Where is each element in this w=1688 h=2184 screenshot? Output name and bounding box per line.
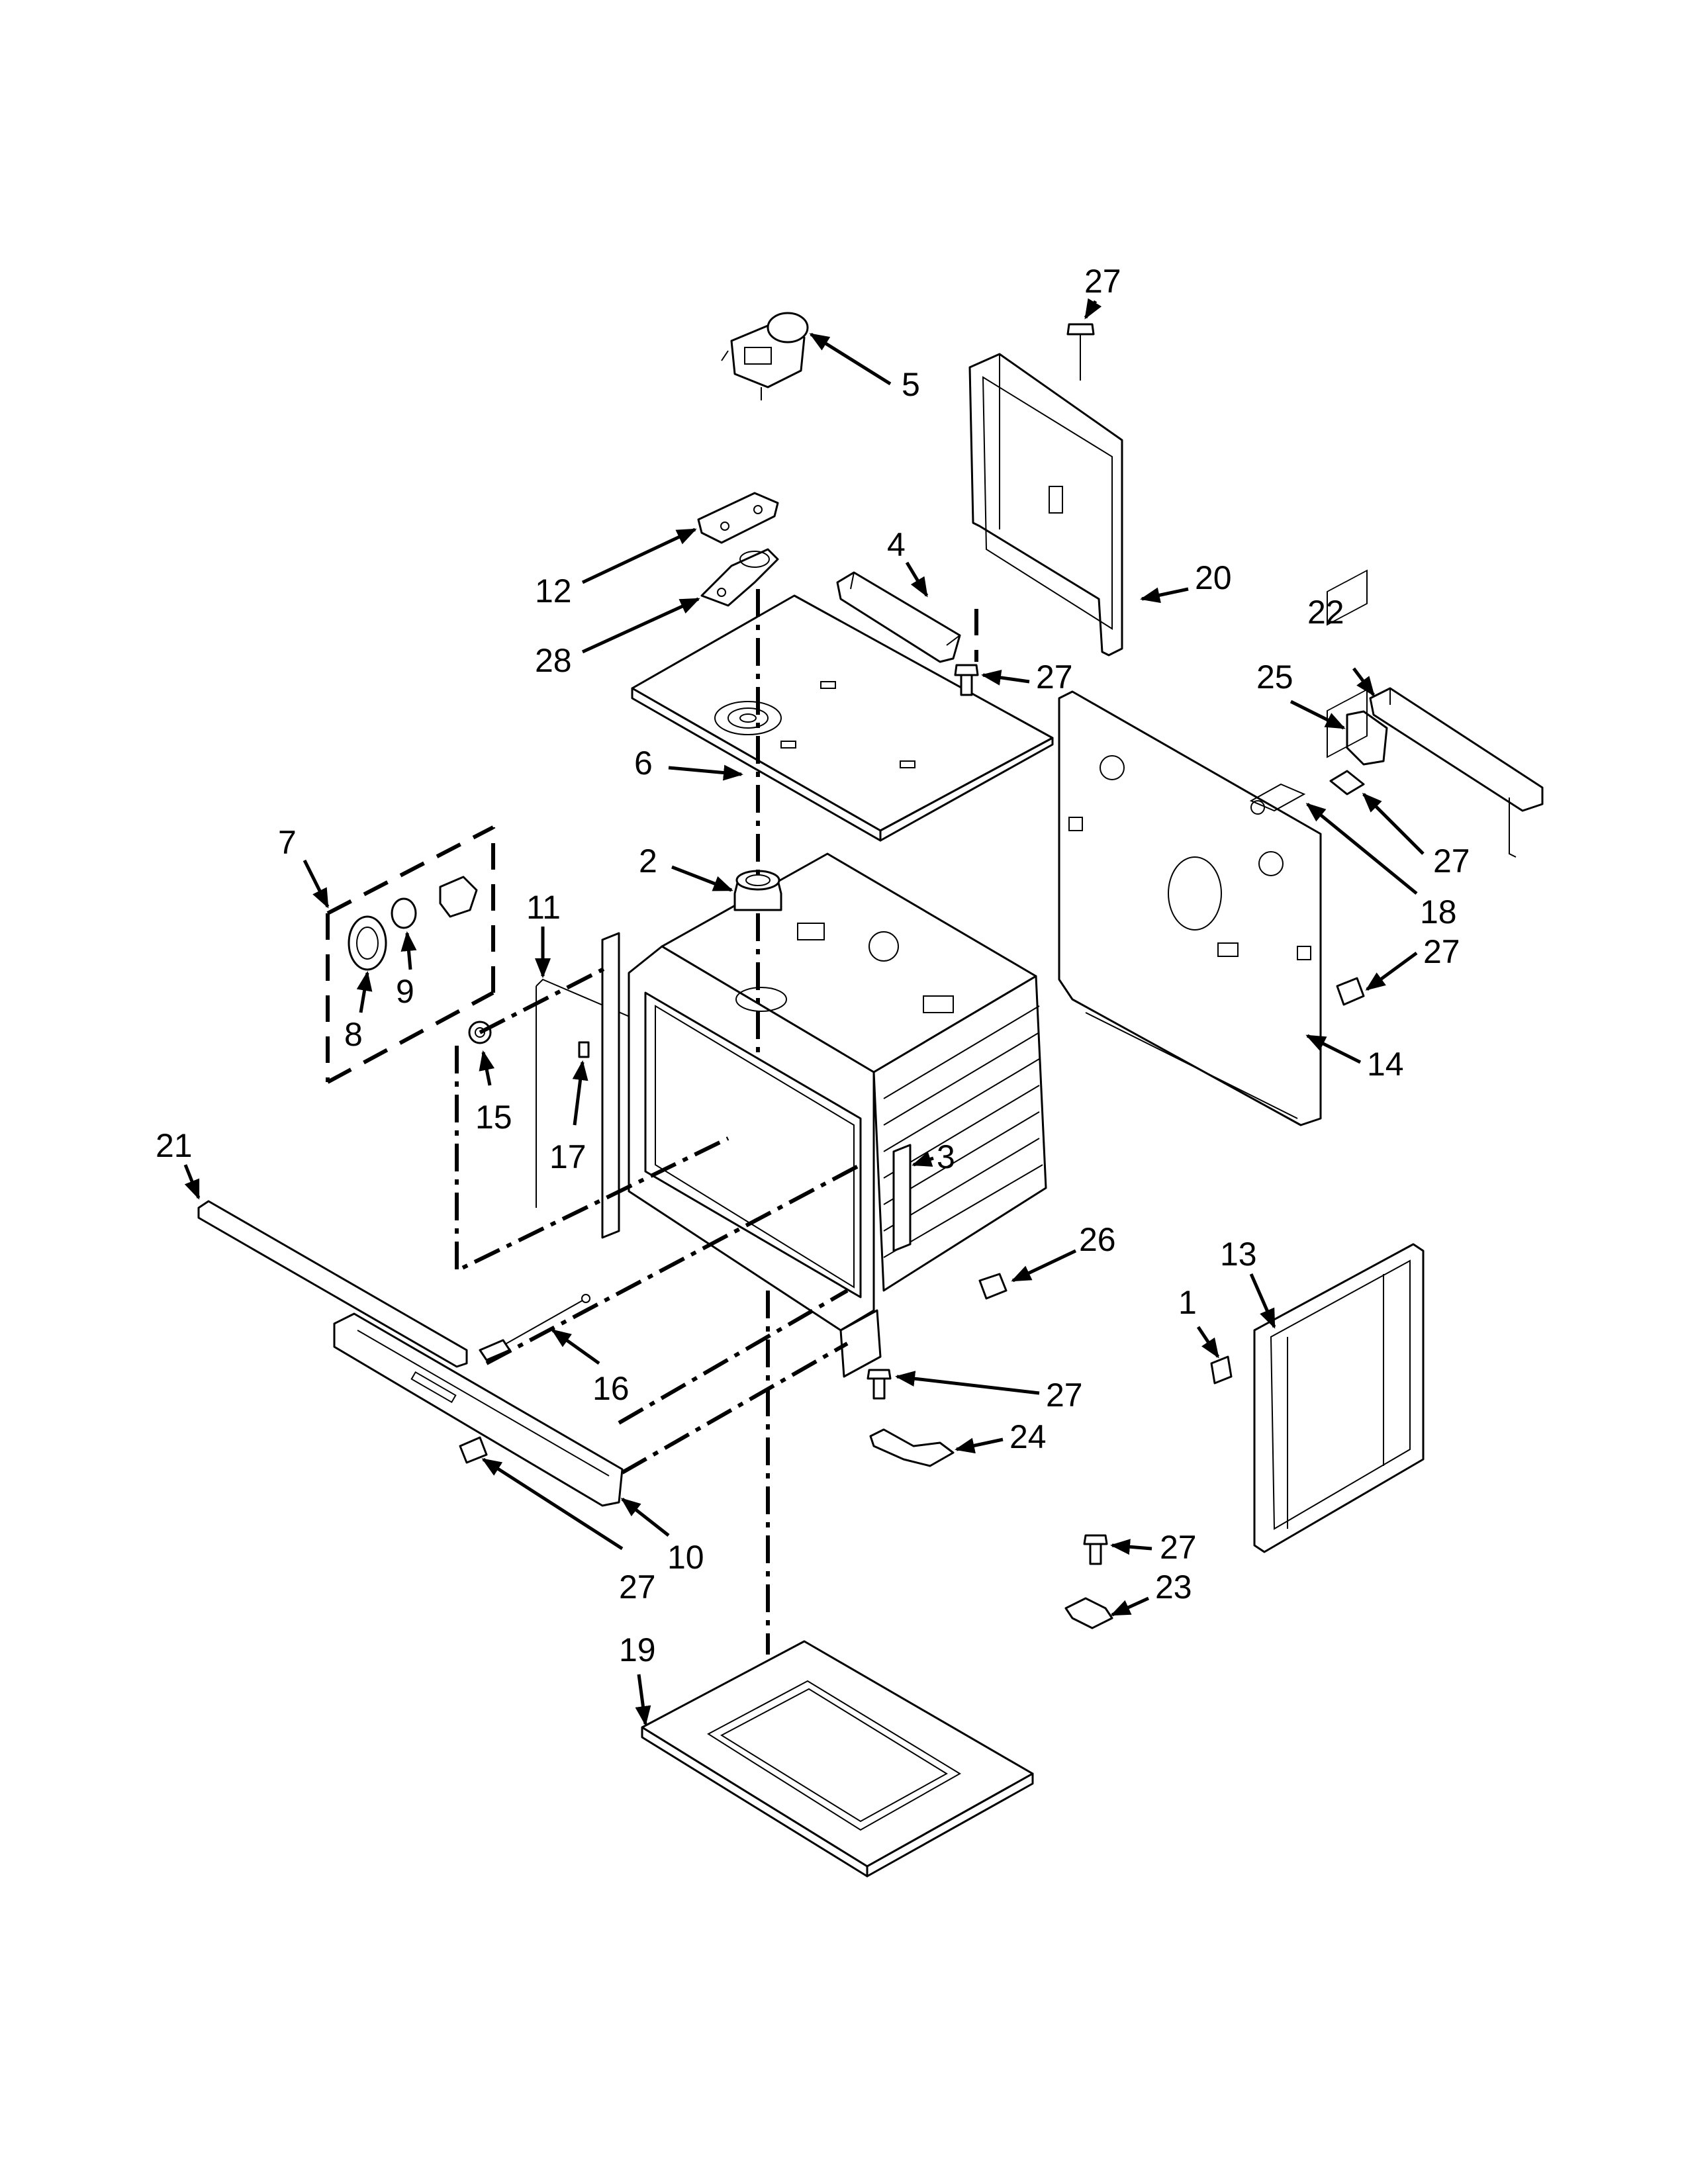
part-5-motor-assembly <box>721 312 809 400</box>
callout-2: 2 <box>639 842 657 880</box>
screw-27-plate <box>954 664 979 696</box>
part-6-top-plate <box>631 594 1054 842</box>
callout-6: 6 <box>634 745 653 782</box>
part-21-side-trim <box>197 1200 468 1368</box>
callout-12: 12 <box>535 572 572 610</box>
callout-14: 14 <box>1367 1046 1404 1083</box>
callout-28: 28 <box>535 642 572 679</box>
callout-20: 20 <box>1195 559 1232 596</box>
callout-22: 22 <box>1307 594 1344 631</box>
callout-13: 13 <box>1220 1236 1257 1273</box>
part-12-bracket <box>697 492 779 544</box>
callout-5: 5 <box>902 366 920 403</box>
callout-27: 27 <box>1433 842 1470 880</box>
callout-27: 27 <box>1423 933 1460 970</box>
alignment-lines <box>455 589 978 1655</box>
part-1-clip <box>1210 1355 1233 1385</box>
part-23-foot-bracket <box>1064 1597 1113 1629</box>
part-28-bracket <box>700 548 779 607</box>
part-19-bottom-plate <box>641 1640 1034 1878</box>
callout-1: 1 <box>1178 1284 1197 1321</box>
callout-19: 19 <box>619 1631 656 1668</box>
leaders <box>183 298 1425 1726</box>
callout-9: 9 <box>396 973 414 1010</box>
part-7-knob-assembly <box>326 825 495 1084</box>
part-24-bracket <box>869 1428 955 1467</box>
callout-10: 10 <box>667 1539 704 1576</box>
part-25-bracket <box>1346 710 1388 766</box>
callout-27: 27 <box>1160 1529 1197 1566</box>
screw-27-foot <box>1083 1534 1108 1565</box>
part-17-screw <box>578 1041 590 1058</box>
screw-27-rear <box>1329 770 1365 796</box>
part-14-rear-panel <box>1058 690 1322 1126</box>
callout-27: 27 <box>1084 263 1121 300</box>
callout-11: 11 <box>526 889 561 926</box>
part-13-side-panel <box>1253 569 1425 1553</box>
callout-27: 27 <box>1046 1377 1083 1414</box>
part-2-fan-housing <box>733 870 782 911</box>
callout-24: 24 <box>1009 1418 1047 1455</box>
callout-7: 7 <box>278 824 297 861</box>
oven-cavity <box>601 852 1047 1378</box>
callout-labels: 5 27 12 28 4 20 27 6 2 22 25 27 18 27 14… <box>156 263 1470 1668</box>
callout-25: 25 <box>1256 659 1293 696</box>
callout-4: 4 <box>887 526 906 563</box>
part-18-clip <box>1249 783 1306 815</box>
screw-27-trim <box>459 1436 488 1464</box>
screw-27-bracket <box>867 1369 892 1400</box>
callout-16: 16 <box>592 1370 630 1407</box>
part-16-sensor <box>479 1294 590 1361</box>
callout-18: 18 <box>1420 893 1457 931</box>
screw-26 <box>978 1273 1008 1300</box>
part-3-side-bracket <box>892 1144 912 1252</box>
part-10-lower-trim <box>333 1312 624 1507</box>
part-22-rail <box>1369 687 1544 858</box>
callout-21: 21 <box>156 1127 193 1164</box>
callout-17: 17 <box>549 1138 586 1175</box>
screw-27-panel <box>1336 977 1365 1006</box>
callout-8: 8 <box>344 1016 363 1053</box>
part-4-channel <box>836 571 961 663</box>
screw-27-top <box>1066 323 1095 381</box>
callout-3: 3 <box>937 1138 955 1175</box>
callout-23: 23 <box>1155 1569 1192 1606</box>
callout-27: 27 <box>619 1569 656 1606</box>
callout-27: 27 <box>1036 659 1073 696</box>
callout-15: 15 <box>475 1099 512 1136</box>
part-20-rear-panel <box>968 353 1123 657</box>
callout-26: 26 <box>1079 1221 1116 1258</box>
